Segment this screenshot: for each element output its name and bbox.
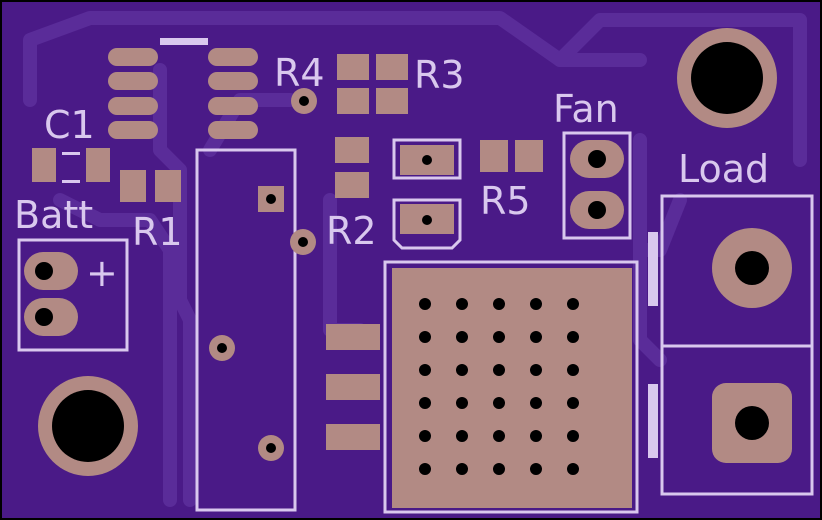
c1-pad-1 <box>32 148 56 182</box>
thermal-via <box>567 430 579 442</box>
thermal-via <box>567 364 579 376</box>
thermal-via <box>419 397 431 409</box>
via-2-drill <box>266 443 276 453</box>
thermal-via <box>567 331 579 343</box>
ic-pads-left <box>108 48 158 139</box>
ic-pads-right <box>208 48 258 139</box>
thermal-via <box>530 331 542 343</box>
fan-drill-1 <box>588 150 606 168</box>
r1-pad-2 <box>155 170 181 202</box>
r5-pad-2 <box>515 140 543 172</box>
load-tab-2 <box>648 384 658 458</box>
thermal-via <box>456 364 468 376</box>
thermal-via <box>419 298 431 310</box>
thermal-via <box>530 430 542 442</box>
thermal-via <box>493 298 505 310</box>
label-batt: Batt <box>14 193 93 237</box>
mosfet-tab-outline <box>383 260 639 514</box>
diode-outline <box>392 138 462 250</box>
thermal-via <box>419 463 431 475</box>
thermal-via <box>530 364 542 376</box>
r2-pad-1 <box>335 137 369 163</box>
thermal-via <box>530 397 542 409</box>
trace-layer <box>23 11 807 507</box>
label-r1: R1 <box>132 210 183 254</box>
regulator-square-drill <box>266 194 276 204</box>
thermal-via <box>456 331 468 343</box>
thermal-via-icon <box>419 298 579 475</box>
c1-marker-bottom <box>62 180 80 183</box>
batt-drill-1 <box>35 262 53 280</box>
load-tab-1 <box>648 232 658 306</box>
via-4-drill <box>298 237 308 247</box>
thermal-via <box>567 298 579 310</box>
batt-drill-2 <box>35 308 53 326</box>
thermal-via <box>493 331 505 343</box>
c1-pad-2 <box>86 148 110 182</box>
thermal-via <box>530 463 542 475</box>
ic-pin1-marker <box>160 38 208 45</box>
thermal-via <box>567 463 579 475</box>
mounting-hole-drill-1 <box>691 42 763 114</box>
batt-connector-outline <box>17 238 129 352</box>
label-r5: R5 <box>480 179 531 223</box>
mosfet-pin-2 <box>326 374 380 400</box>
label-load: Load <box>678 147 769 191</box>
label-fan: Fan <box>553 87 619 131</box>
label-c1: C1 <box>44 103 95 147</box>
diode-drill-1 <box>422 155 432 165</box>
r5-pad-1 <box>480 140 508 172</box>
load-drill-1 <box>735 251 769 285</box>
label-r2: R2 <box>326 209 377 253</box>
thermal-via <box>493 463 505 475</box>
thermal-via <box>493 364 505 376</box>
c1-marker-top <box>62 152 80 155</box>
fan-drill-2 <box>588 201 606 219</box>
diode-drill-2 <box>422 215 432 225</box>
r3-pad-1 <box>337 88 369 114</box>
thermal-via <box>493 397 505 409</box>
fan-connector-outline <box>562 131 632 240</box>
thermal-via <box>456 463 468 475</box>
mounting-hole-drill-2 <box>52 390 124 462</box>
load-drill-2 <box>735 406 769 440</box>
label-r3: R3 <box>414 53 465 97</box>
thermal-via <box>530 298 542 310</box>
r1-pad-1 <box>120 170 146 202</box>
label-r4: R4 <box>274 51 325 95</box>
thermal-via <box>419 331 431 343</box>
thermal-via <box>567 397 579 409</box>
via-3-drill <box>299 96 309 106</box>
thermal-via <box>419 364 431 376</box>
thermal-via <box>456 397 468 409</box>
thermal-via <box>493 430 505 442</box>
r3-pad-2 <box>376 88 408 114</box>
mosfet-tab-pad <box>392 268 632 508</box>
r4-pad-1 <box>337 54 369 80</box>
thermal-via <box>419 430 431 442</box>
mosfet-pin-1 <box>326 324 380 350</box>
mosfet-pin-3 <box>326 424 380 450</box>
r4-pad-2 <box>376 54 408 80</box>
label-batt-plus: + <box>86 251 118 295</box>
thermal-via <box>456 298 468 310</box>
regulator-outline <box>195 148 297 512</box>
via-1-drill <box>217 343 227 353</box>
r2-pad-2 <box>335 172 369 198</box>
thermal-via <box>456 430 468 442</box>
